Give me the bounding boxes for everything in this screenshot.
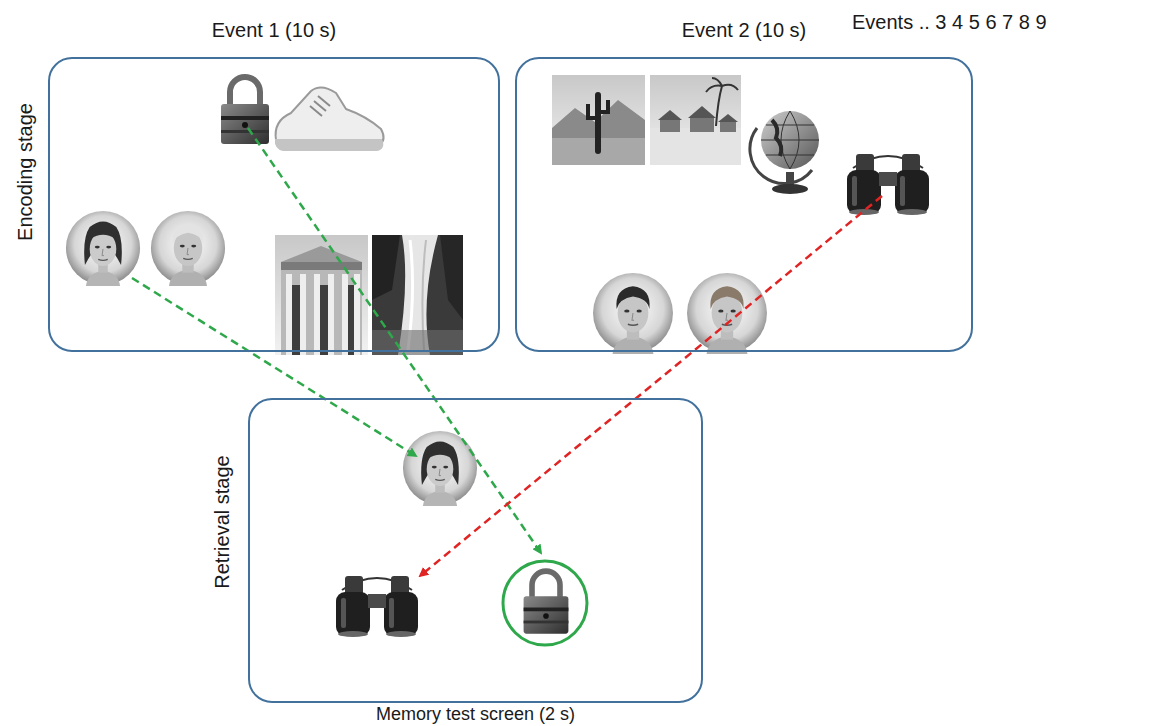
waterfall-photo	[372, 235, 463, 355]
building-photo	[275, 235, 368, 355]
desert-photo	[552, 75, 645, 165]
stage-label: Encoding stage	[13, 103, 37, 241]
event-box: Memory test screen (2 s)	[248, 398, 703, 703]
globe	[750, 111, 819, 194]
event-list-label: Events .. 3 4 5 6 7 8 9	[852, 10, 1047, 34]
event-box: Event 2 (10 s)	[515, 57, 973, 352]
event-heading: Event 1 (10 s)	[50, 19, 498, 41]
event-box: Event 1 (10 s)	[48, 57, 500, 352]
stage-label: Retrieval stage	[210, 455, 234, 588]
screen-caption: Memory test screen (2 s)	[250, 704, 701, 724]
beach-photo	[650, 75, 741, 165]
shoe	[275, 87, 384, 151]
